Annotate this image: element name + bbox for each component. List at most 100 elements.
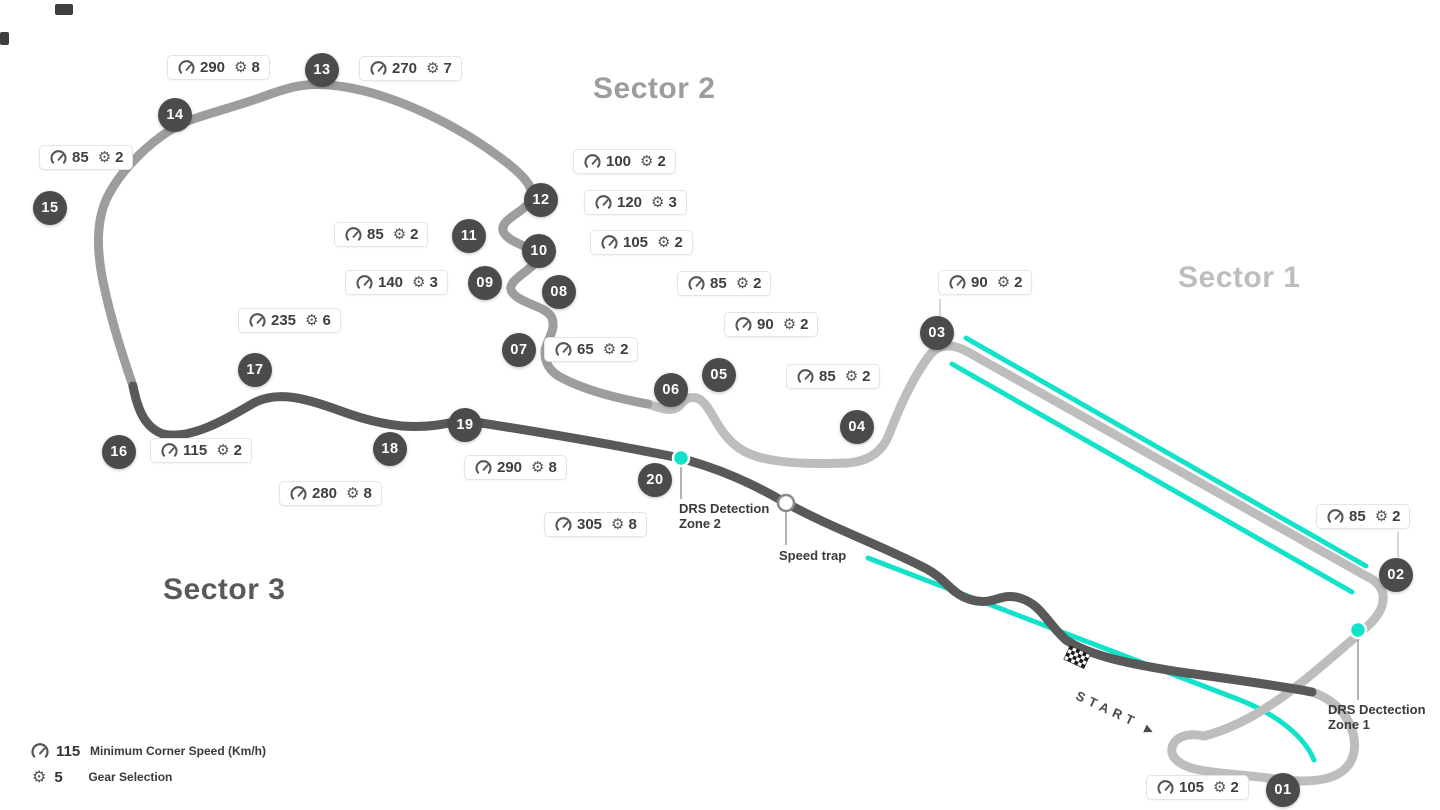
speedometer-icon (949, 275, 966, 289)
sector-1-title: Sector 1 (1178, 261, 1301, 294)
corner-speed-label-11: 85⚙2 (334, 222, 429, 247)
corner-speed-label-06: 85⚙2 (677, 271, 772, 296)
speedometer-icon (1327, 509, 1344, 523)
speed-trap-text: Speed trap (779, 548, 847, 563)
gear-icon: ⚙ (996, 273, 1011, 291)
drs-zone-1-line2: Zone 1 (1328, 716, 1370, 732)
corner-marker-03: 03 (920, 316, 954, 350)
corner-marker-11: 11 (452, 219, 486, 253)
speedometer-icon (595, 195, 612, 209)
corner-marker-18: 18 (373, 432, 407, 466)
corner-gear-value: 8 (628, 516, 637, 533)
corner-speed-label-09: 140⚙3 (345, 270, 448, 295)
corner-gear-value: 8 (251, 59, 260, 76)
corner-speed-value: 85 (819, 368, 836, 385)
gear-icon: ⚙ (611, 515, 625, 533)
corner-speed-label-15: 85⚙2 (39, 145, 134, 170)
speed-trap-dot (776, 493, 796, 513)
corner-speed-label-04: 85⚙2 (786, 364, 881, 389)
corner-speed-value: 85 (710, 275, 727, 292)
corner-speed-label-05: 90 ⚙2 (724, 312, 819, 337)
legend: 115 Minimum Corner Speed (Km/h) ⚙ 5 Gear… (30, 738, 266, 790)
corner-marker-12: 12 (524, 183, 558, 217)
corner-speed-label-16: 115 ⚙2 (150, 438, 252, 463)
gear-icon: ⚙ (651, 193, 665, 211)
corner-marker-06: 06 (654, 373, 688, 407)
corner-speed-value: 90 (971, 274, 988, 291)
corner-marker-01: 01 (1266, 773, 1300, 807)
corner-gear-value: 3 (429, 274, 438, 291)
sector-2-title: Sector 2 (593, 72, 716, 105)
corner-marker-10: 10 (522, 234, 556, 268)
speedometer-icon (584, 154, 601, 168)
gear-icon: ⚙ (426, 59, 440, 77)
corner-speed-value: 120 (617, 194, 643, 211)
corner-speed-value: 105 (623, 234, 649, 251)
gear-icon: ⚙ (234, 58, 248, 76)
gear-icon: ⚙ (1213, 778, 1227, 796)
corner-marker-09: 09 (468, 266, 502, 300)
start-line-checkered-flag (1063, 645, 1091, 669)
corner-gear-value: 2 (800, 316, 809, 333)
gear-icon: ⚙ (346, 484, 360, 502)
speedometer-icon (356, 275, 373, 289)
speedometer-icon (161, 443, 178, 457)
speedometer-icon (370, 61, 387, 75)
corner-gear-value: 2 (115, 149, 124, 166)
speedometer-icon (735, 317, 752, 331)
corner-speed-value: 280 (312, 485, 338, 502)
corner-speed-value: 290 (200, 59, 226, 76)
gear-icon: ⚙ (657, 233, 671, 251)
gear-icon: ⚙ (32, 767, 47, 786)
corner-speed-label-13: 270⚙7 (359, 56, 462, 81)
corner-speed-label-19: 290⚙8 (464, 455, 567, 480)
speedometer-icon (555, 517, 572, 531)
corner-speed-value: 85 (1349, 508, 1366, 525)
legend-gear-label: Gear Selection (88, 770, 173, 784)
drs-zone-pit-straight (865, 555, 1317, 763)
speedometer-icon (249, 313, 266, 327)
gear-icon: ⚙ (782, 315, 797, 333)
speedometer-icon (688, 276, 705, 290)
corner-speed-label-10: 120 ⚙3 (584, 190, 687, 215)
legend-speed-label: Minimum Corner Speed (Km/h) (90, 744, 267, 758)
corner-gear-value: 2 (753, 275, 762, 292)
legend-gear-value: 5 (54, 768, 63, 786)
corner-speed-value: 290 (497, 459, 523, 476)
corner-speed-label-14: 290 ⚙8 (167, 55, 270, 80)
speedometer-icon (555, 342, 572, 356)
corner-marker-19: 19 (448, 408, 482, 442)
drs-detection-zone-2-label: DRS Detection Zone 2 (679, 501, 770, 532)
legend-row-speed: 115 Minimum Corner Speed (Km/h) (30, 738, 266, 764)
corner-speed-label-02: 85⚙2 (1316, 504, 1411, 529)
drs-zone-2-line1: DRS Detection (679, 501, 770, 516)
track-sector-2-path (94, 79, 653, 409)
corner-speed-value: 90 (757, 316, 774, 333)
gear-icon: ⚙ (216, 441, 230, 459)
corner-speed-label-17: 235⚙6 (238, 308, 341, 333)
corner-speed-label-01: 105⚙2 (1146, 775, 1249, 800)
corner-speed-value: 140 (378, 274, 404, 291)
corner-speed-label-20: 305 ⚙8 (544, 512, 647, 537)
corner-speed-value: 305 (577, 516, 603, 533)
corner-gear-value: 2 (233, 442, 242, 459)
drs-zone-2-line2: Zone 2 (679, 515, 721, 531)
corner-gear-value: 2 (1392, 508, 1401, 525)
drs-detection-zone-2-dot (671, 448, 691, 468)
gear-icon: ⚙ (640, 152, 654, 170)
corner-gear-value: 8 (363, 485, 372, 502)
legend-row-gear: ⚙ 5 Gear Selection (30, 764, 266, 790)
corner-marker-04: 04 (840, 410, 874, 444)
corner-gear-value: 6 (322, 312, 331, 329)
drs-zone-1-line1: DRS Dectection (1328, 702, 1426, 717)
corner-gear-value: 7 (443, 60, 452, 77)
corner-gear-value: 2 (657, 153, 666, 170)
corner-speed-value: 85 (72, 149, 89, 166)
speedometer-icon (290, 486, 307, 500)
corner-speed-value: 115 (183, 442, 208, 459)
speedometer-icon (1157, 780, 1174, 794)
corner-gear-value: 3 (668, 194, 677, 211)
corner-speed-value: 235 (271, 312, 297, 329)
corner-marker-20: 20 (638, 463, 672, 497)
